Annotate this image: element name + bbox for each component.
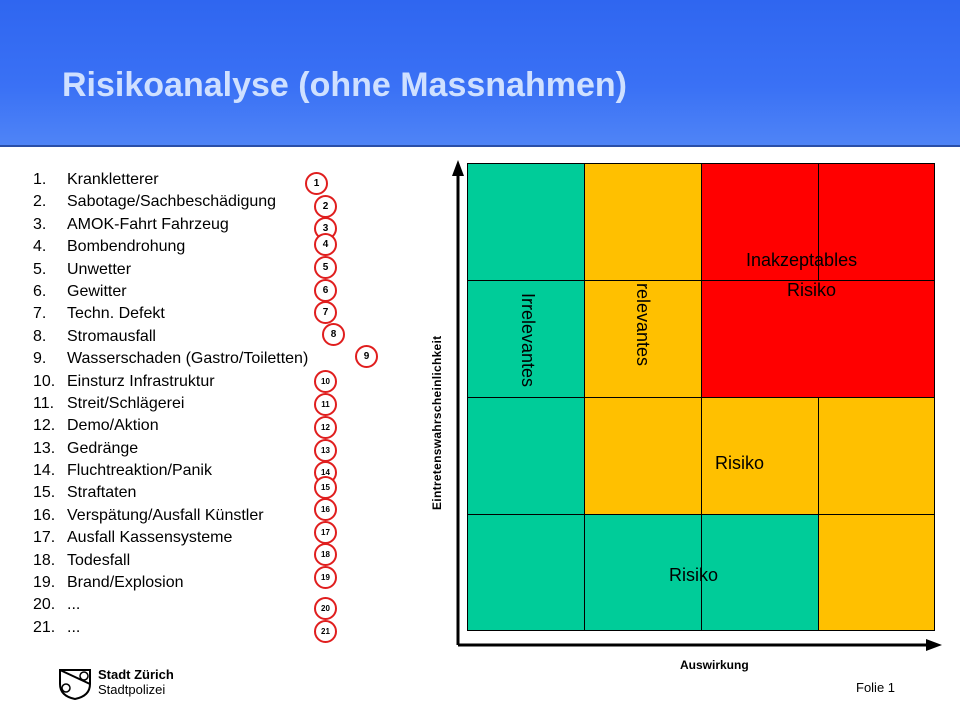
label-inakzeptables: Inakzeptables [746,250,858,270]
matrix-cell [584,163,702,281]
item-label: Ausfall Kassensysteme [67,529,233,547]
item-number: 14. [33,462,56,480]
item-number: 11. [33,394,55,412]
label-risiko-red: Risiko [787,280,837,300]
matrix-cell [584,514,702,631]
label-risiko-mid: Risiko [715,453,765,473]
matrix-axes [452,160,942,651]
risk-badge: 9 [355,345,378,368]
risk-badge: 5 [314,256,337,279]
risk-badge: 8 [322,323,345,346]
item-number: 7. [33,305,47,323]
matrix-cell [818,514,935,631]
risk-badge: 1 [305,172,328,195]
item-label: Streit/Schlägerei [67,394,185,412]
item-label: Bombendrohung [67,238,186,256]
risk-badge: 17 [314,521,337,544]
item-label: Verspätung/Ausfall Künstler [67,506,264,524]
item-number: 17. [33,529,56,547]
zurich-coat-of-arms-icon [59,669,91,700]
label-risiko-low: Risiko [669,565,719,585]
slide-title: Risikoanalyse (ohne Massnahmen) [62,66,627,104]
risk-badge: 6 [314,279,337,302]
matrix-cell [467,163,585,281]
item-number: 16. [33,506,56,524]
item-number: 12. [33,417,56,435]
risk-badge: 2 [314,195,337,218]
label-relevantes: relevantes [633,283,653,367]
item-number: 21. [33,618,56,636]
matrix-cell [818,397,935,515]
item-label: Unwetter [67,260,132,278]
item-label: Brand/Explosion [67,574,184,592]
item-number: 15. [33,484,56,502]
risk-badge: 12 [314,416,337,439]
item-number: 3. [33,215,47,233]
x-axis-arrow [926,639,942,651]
item-number: 5. [33,260,47,278]
item-label: Todesfall [67,551,131,569]
matrix-cell [467,397,585,515]
matrix-cell [467,514,585,631]
risk-badge: 7 [314,301,337,324]
item-label: Krankletterer [67,171,159,188]
matrix-cell [701,514,819,631]
logo-line2: Stadtpolizei [98,682,166,697]
risk-badge: 10 [314,370,337,393]
x-axis-label: Auswirkung [680,658,749,672]
item-number: 8. [33,327,47,345]
item-label: ... [67,596,81,614]
item-number: 2. [33,193,47,211]
item-number: 9. [33,350,47,368]
item-number: 4. [33,238,47,256]
logo-line1: Stadt Zürich [98,667,174,682]
item-number: 10. [33,372,56,390]
risk-badge: 19 [314,566,337,589]
matrix-cell [818,163,935,281]
risk-badge: 16 [314,498,337,521]
item-label: Demo/Aktion [67,417,159,435]
item-number: 18. [33,551,56,569]
item-label: Fluchtreaktion/Panik [67,462,212,480]
matrix-cell [701,280,935,398]
matrix-cell [467,280,585,398]
item-label: Techn. Defekt [67,305,165,323]
item-label: Gedränge [67,439,139,457]
item-label: Straftaten [67,484,137,502]
y-axis-arrow [452,160,464,176]
risk-badge: 15 [314,476,337,499]
item-label: ... [67,618,81,636]
item-label: Einsturz Infrastruktur [67,372,215,390]
risk-matrix: Irrelevantes relevantes Inakzeptables Ri… [467,163,935,631]
label-irrelevantes: Irrelevantes [518,293,538,388]
matrix-cell [584,280,702,398]
y-axis-label: Eintretenswahrscheinlichkeit [430,335,444,510]
risk-badge: 21 [314,620,337,643]
slide-header: Risikoanalyse (ohne Massnahmen) [0,0,960,147]
item-label: AMOK-Fahrt Fahrzeug [67,215,229,233]
risk-badge: 13 [314,439,337,462]
slide-number: Folie 1 [856,680,896,695]
item-label: Stromausfall [67,327,156,345]
item-number: 6. [33,282,47,300]
item-number: 20. [33,596,56,614]
risk-badge: 20 [314,597,337,620]
risk-badge: 18 [314,543,337,566]
item-label: Gewitter [67,282,127,300]
risk-badge: 11 [314,393,337,416]
item-number: 19. [33,574,56,592]
item-number: 1. [33,171,47,188]
item-label: Sabotage/Sachbeschädigung [67,193,277,211]
matrix-cell [701,397,819,515]
matrix-cell [584,397,702,515]
risk-badge: 4 [314,233,337,256]
item-label: Wasserschaden (Gastro/Toiletten) [67,350,309,368]
item-number: 13. [33,439,56,457]
